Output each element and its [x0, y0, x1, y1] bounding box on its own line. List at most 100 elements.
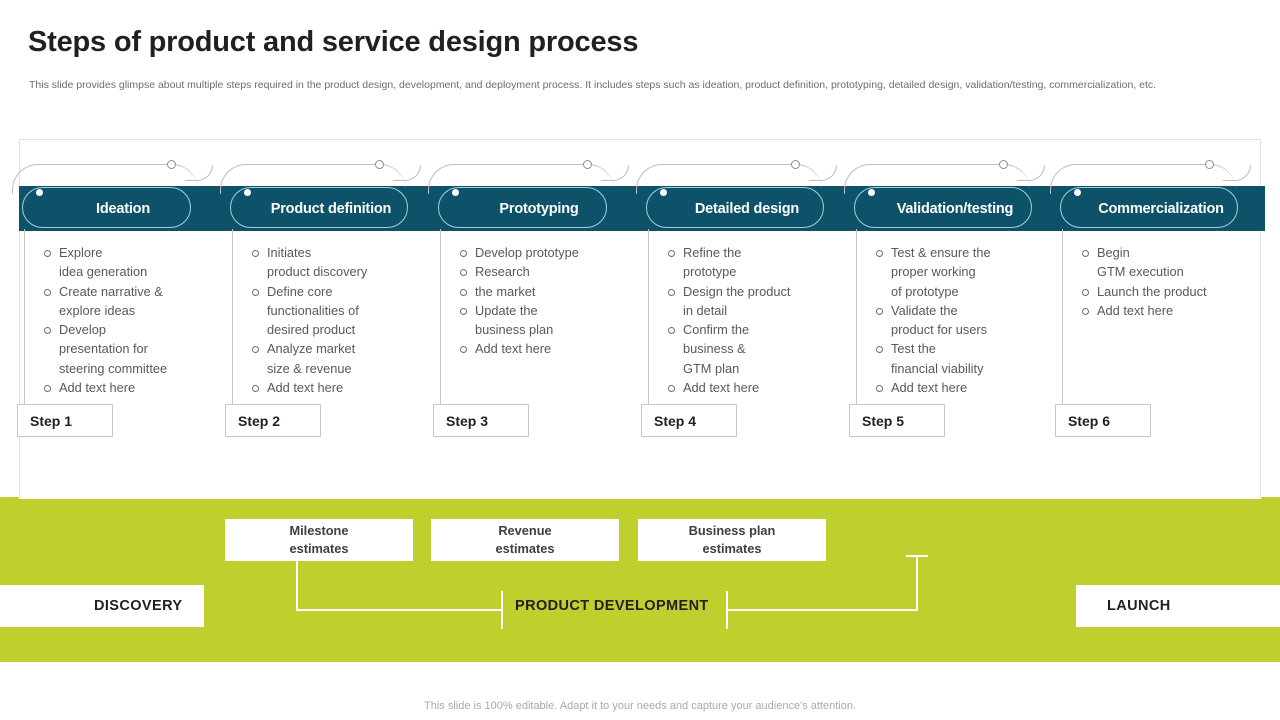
dot-hollow-icon	[791, 160, 800, 169]
step-title: Prototyping	[499, 200, 579, 217]
decorative-arc-tail	[809, 165, 837, 181]
bullet-item: Add text here	[459, 339, 643, 358]
bullet-item: Initiates	[251, 243, 435, 262]
bullet-item: Test & ensure the	[875, 243, 1059, 262]
bullet-item: proper working	[891, 264, 976, 280]
step-title: Validation/testing	[896, 200, 1014, 217]
bullet-item: GTM plan	[683, 360, 740, 376]
step-header-5[interactable]: Validation/testing	[844, 160, 1059, 231]
step-header-4[interactable]: Detailed design	[636, 160, 851, 231]
decorative-arc-tail	[393, 165, 421, 181]
bullet-item: Test the	[875, 339, 1059, 358]
step-title: Detailed design	[694, 200, 800, 217]
estimate-box-revenue[interactable]: Revenue estimates	[431, 519, 619, 561]
bullet-item: Design the product	[667, 282, 851, 301]
estimate-box-business-plan[interactable]: Business plan estimates	[638, 519, 826, 561]
step-number-box-1[interactable]: Step 1	[17, 404, 113, 437]
dot-hollow-icon	[1205, 160, 1214, 169]
decorative-arc-tail	[185, 165, 213, 181]
step-bullet-list-5: Test & ensure the proper working of protot…	[851, 229, 1059, 427]
step-header-2[interactable]: Product definition	[220, 160, 435, 231]
pill-outline	[22, 187, 191, 228]
step-title: Product definition	[270, 200, 392, 217]
bullet-item: Create narrative &	[43, 282, 227, 301]
phase-discovery[interactable]: DISCOVERY	[0, 585, 204, 627]
step-number-box-5[interactable]: Step 5	[849, 404, 945, 437]
decorative-arc-tail	[1223, 165, 1251, 181]
estimate-line1: Business plan	[688, 523, 776, 538]
timeline-vertical-line	[1062, 229, 1063, 427]
bullet-item: product discovery	[267, 264, 368, 280]
step-number-box-3[interactable]: Step 3	[433, 404, 529, 437]
bullet-item: Research	[459, 262, 643, 281]
bullet-item: Update the	[459, 301, 643, 320]
bullet-item: Add text here	[251, 378, 435, 397]
bullet-item: functionalities of	[267, 302, 359, 318]
phase-launch[interactable]: LAUNCH	[1076, 585, 1280, 627]
bullet-item: steering committee	[59, 360, 168, 376]
bullet-item: financial viability	[891, 360, 984, 376]
phase-product-development: PRODUCT DEVELOPMENT	[515, 598, 709, 614]
dot-hollow-icon	[375, 160, 384, 169]
dot-filled-icon	[244, 189, 251, 196]
bullet-item: presentation for	[59, 341, 148, 357]
estimate-line2: estimates	[702, 541, 762, 556]
timeline-vertical-line	[24, 229, 25, 427]
bullet-item: Add text here	[1081, 301, 1265, 320]
bullet-item: Define core	[251, 282, 435, 301]
band-notch	[19, 497, 1261, 499]
bullet-item: Launch the product	[1081, 282, 1265, 301]
step-header-6[interactable]: Commercialization	[1050, 160, 1265, 231]
bullet-item: GTM execution	[1097, 264, 1184, 280]
dot-hollow-icon	[583, 160, 592, 169]
bullet-item: Refine the	[667, 243, 851, 262]
step-number-box-2[interactable]: Step 2	[225, 404, 321, 437]
estimate-line1: Revenue	[498, 523, 552, 538]
bullet-item: idea generation	[59, 264, 148, 280]
pill-outline	[438, 187, 607, 228]
bullet-item: prototype	[683, 264, 737, 280]
pill-outline	[1060, 187, 1238, 228]
bullet-item: Confirm the	[667, 320, 851, 339]
connector-horizontal-left	[296, 609, 502, 611]
timeline-vertical-line	[856, 229, 857, 427]
connector-tick-left	[501, 591, 503, 629]
step-number-box-6[interactable]: Step 6	[1055, 404, 1151, 437]
timeline-vertical-line	[440, 229, 441, 427]
connector-business-cap	[906, 555, 928, 557]
bullet-item: Add text here	[875, 378, 1059, 397]
bullet-item: of prototype	[891, 283, 959, 299]
step-header-1[interactable]: Ideation	[12, 160, 227, 231]
dot-filled-icon	[660, 189, 667, 196]
timeline-vertical-line	[648, 229, 649, 427]
dot-filled-icon	[452, 189, 459, 196]
step-number-box-4[interactable]: Step 4	[641, 404, 737, 437]
dot-hollow-icon	[167, 160, 176, 169]
bullet-item: in detail	[683, 302, 728, 318]
bullet-item: product for users	[891, 322, 988, 338]
bullet-item: Develop	[43, 320, 227, 339]
bullet-item: desired product	[267, 322, 356, 338]
step-header-3[interactable]: Prototyping	[428, 160, 643, 231]
timeline-vertical-line	[232, 229, 233, 427]
bullet-item: business &	[683, 341, 746, 357]
bullet-item: Develop prototype	[459, 243, 643, 262]
pill-outline	[230, 187, 408, 228]
page-title: Steps of product and service design proc…	[28, 26, 639, 58]
dot-filled-icon	[36, 189, 43, 196]
connector-business-vertical	[916, 555, 918, 611]
page-subtitle: This slide provides glimpse about multip…	[29, 79, 1157, 91]
estimate-box-milestone[interactable]: Milestone estimates	[225, 519, 413, 561]
decorative-arc-tail	[1017, 165, 1045, 181]
